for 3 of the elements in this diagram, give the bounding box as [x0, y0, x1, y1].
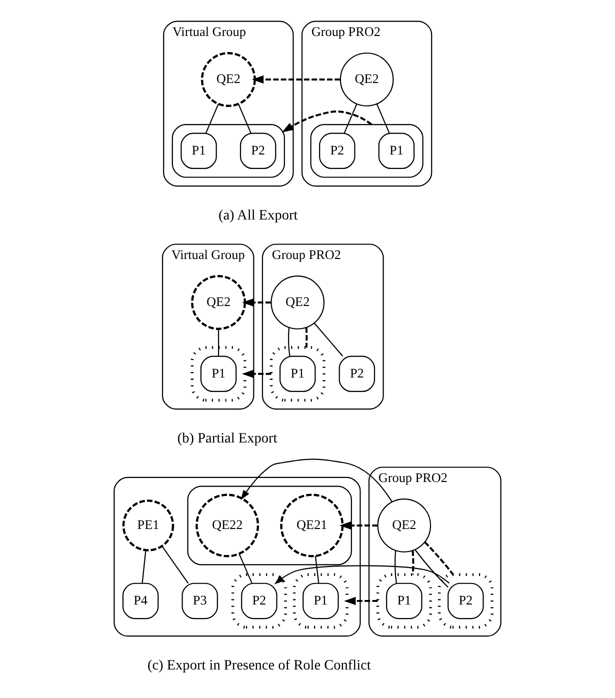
label: (a) All Export	[218, 207, 298, 224]
label: (b) Partial Export	[177, 430, 278, 446]
label: (c) Export in Presence of Role Conflict	[147, 657, 371, 674]
